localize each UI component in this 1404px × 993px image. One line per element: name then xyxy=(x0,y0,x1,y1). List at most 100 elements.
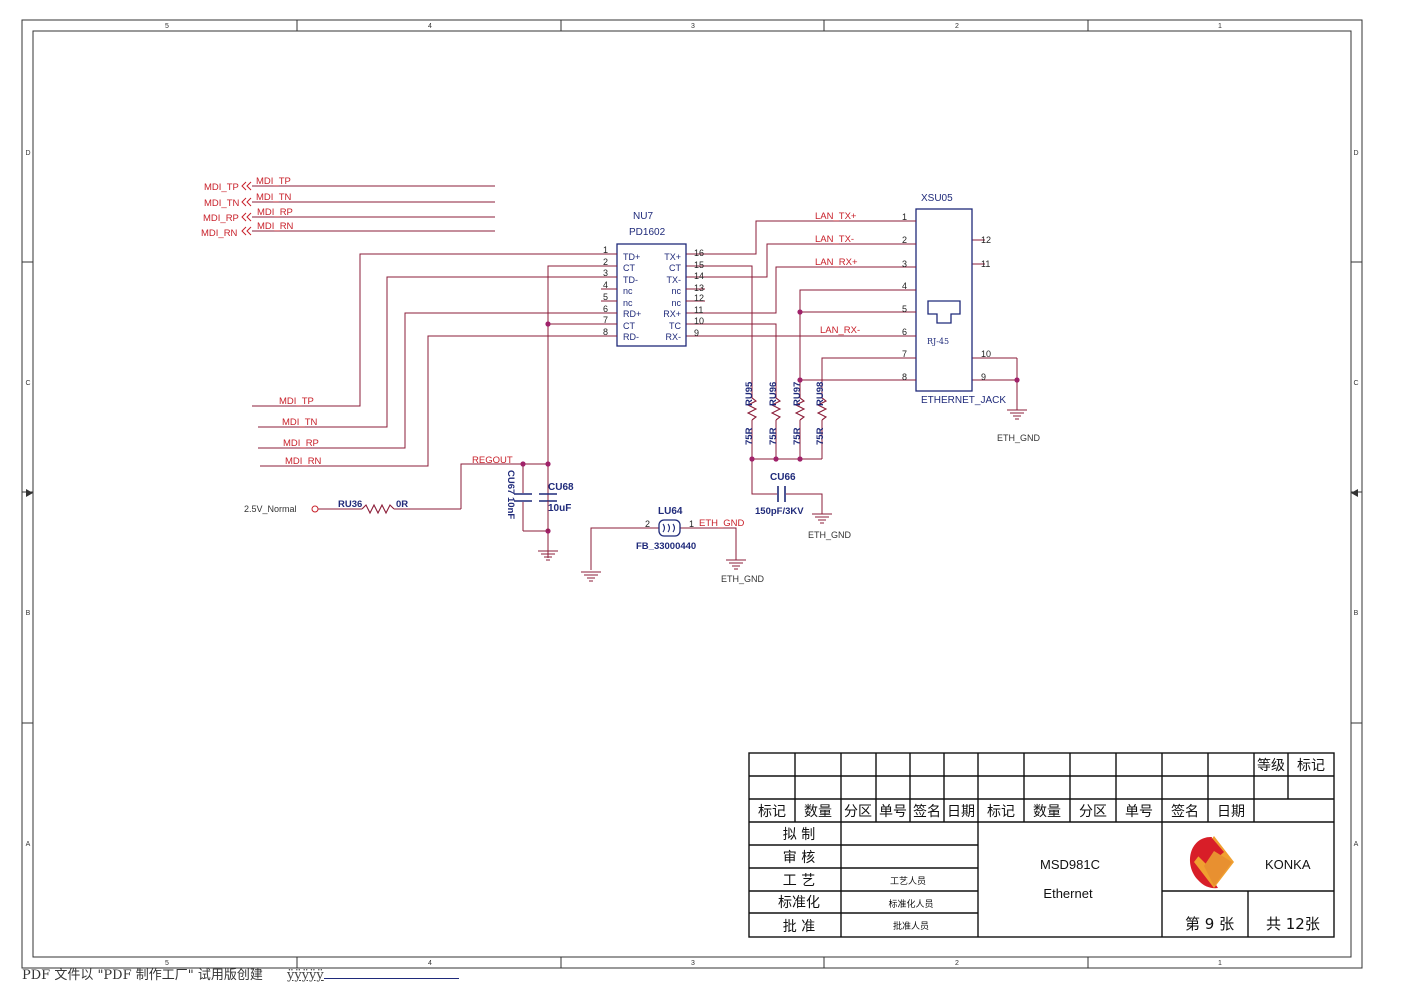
pin-name: TD- xyxy=(623,275,638,285)
component-part: PD1602 xyxy=(629,227,666,238)
pin-number: 4 xyxy=(902,281,907,291)
resistor-value: 75R xyxy=(792,427,803,445)
wires xyxy=(252,185,1018,570)
pin-name: CT xyxy=(623,263,635,273)
resistor-value: 75R xyxy=(744,427,755,445)
revision-header: 日期 xyxy=(1217,804,1245,820)
pin-number: 9 xyxy=(694,328,699,338)
net-label: MDI_TP xyxy=(279,396,314,407)
mark-header: 标记 xyxy=(1297,758,1325,774)
revision-header: 签名 xyxy=(1171,803,1199,820)
ferrite-lu64: LU64 FB_33000440 2 1 xyxy=(636,506,696,552)
sheet-total: 共 12张 xyxy=(1266,915,1320,933)
pin-number: 14 xyxy=(694,271,704,281)
resistor-value: 0R xyxy=(396,499,408,510)
pin-number: 3 xyxy=(902,259,907,269)
pin-name: TX- xyxy=(667,275,682,285)
resistor-ref: RU98 xyxy=(815,382,826,406)
net-label: MDI_RN xyxy=(257,221,294,232)
row-label: D xyxy=(1353,150,1358,157)
revision-header: 标记 xyxy=(987,804,1015,820)
title-block: 等级 标记 标记 数量 分区 单号 签名 日期 标记 数量 分区 单号 签名 日… xyxy=(748,752,1335,938)
pin-name: RX+ xyxy=(663,309,681,319)
pin-number: 3 xyxy=(603,268,608,278)
col-label: 3 xyxy=(691,23,695,30)
pin-name: nc xyxy=(623,298,633,308)
transformer-nu7: NU7 PD1602 1 2 3 4 5 6 7 8 16 15 14 13 1… xyxy=(601,211,705,347)
watermark-extra: ÿÿÿÿÿ xyxy=(287,968,324,983)
ground-icon xyxy=(538,550,558,561)
pin-number: 5 xyxy=(603,292,608,302)
row-label: A xyxy=(26,841,31,848)
rj45-label: RJ-45 xyxy=(927,337,949,346)
row-label: C xyxy=(1353,380,1358,387)
pdf-watermark-footer: PDF 文件以 "PDF 制作工厂" 试用版创建 ÿÿÿÿÿ xyxy=(22,964,459,983)
frame-labels: 5 4 3 2 1 5 4 3 2 1 D C B A D C B A xyxy=(25,23,1358,967)
pin-number: 2 xyxy=(603,257,608,267)
pin-number: 2 xyxy=(645,519,650,529)
approval-row-label: 标准化 xyxy=(778,895,820,911)
center-mark-right-icon xyxy=(1351,489,1358,497)
col-label: 2 xyxy=(955,960,959,967)
sheet-title: Ethernet xyxy=(1043,886,1093,901)
konka-logo-icon xyxy=(1190,836,1234,889)
eth-ground-icon xyxy=(1007,409,1027,420)
resistor-ref: RU97 xyxy=(792,382,803,406)
col-label: 5 xyxy=(165,23,169,30)
role-label: 标准化人员 xyxy=(888,898,933,910)
pin-name: TD+ xyxy=(623,252,640,262)
col-label: 3 xyxy=(691,960,695,967)
net-label: MDI_RP xyxy=(257,207,293,218)
approval-row-label: 拟 制 xyxy=(783,827,815,843)
revision-header: 日期 xyxy=(947,804,975,820)
pin-number: 6 xyxy=(902,327,907,337)
pin-name: nc xyxy=(623,286,633,296)
resistor-ref: RU95 xyxy=(744,381,755,406)
mdi-ports xyxy=(241,181,252,236)
pin-number: 11 xyxy=(981,259,990,269)
pin-number: 8 xyxy=(603,327,608,337)
ferrite-ref: LU64 xyxy=(658,506,683,517)
pin-number: 1 xyxy=(902,212,907,222)
pin-number: 12 xyxy=(694,293,704,303)
revision-header: 分区 xyxy=(844,804,872,820)
junction-dots xyxy=(520,309,1020,534)
resistor-value: 75R xyxy=(815,427,826,445)
pin-name: TX+ xyxy=(664,252,681,262)
resistor-ref: RU96 xyxy=(768,382,779,406)
col-label: 1 xyxy=(1218,23,1222,30)
pin-number: 13 xyxy=(694,283,704,293)
pin-name: RD+ xyxy=(623,309,641,319)
port-label: MDI_TN xyxy=(204,198,240,209)
net-label: LAN_TX- xyxy=(815,234,854,245)
revision-header: 单号 xyxy=(879,804,907,820)
eth-ground-icon xyxy=(726,559,746,570)
ground-label: ETH_GND xyxy=(808,530,852,540)
mdi-port-labels: MDI_TP MDI_TN MDI_RP MDI_RN MDI_TP MDI_T… xyxy=(201,176,860,529)
pin-name: RD- xyxy=(623,332,639,342)
component-ref: NU7 xyxy=(633,211,653,222)
center-mark-left-icon xyxy=(26,489,33,497)
ethernet-jack-xsu05: XSU05 ETHERNET_JACK RJ-45 1 2 3 4 5 6 7 … xyxy=(900,193,1006,406)
grade-header: 等级 xyxy=(1257,757,1285,774)
approval-row-label: 批 准 xyxy=(783,919,815,935)
pin-number: 7 xyxy=(902,349,907,359)
col-label: 4 xyxy=(428,23,432,30)
capacitor-cu66: CU66 150pF/3KV xyxy=(755,472,804,517)
net-label: MDI_RP xyxy=(283,438,319,449)
pin-number: 1 xyxy=(689,519,694,529)
capacitor-value: 10uF xyxy=(548,503,571,514)
resistor-value: 75R xyxy=(768,427,779,445)
net-label: MDI_RN xyxy=(285,456,322,467)
pin-name: nc xyxy=(671,286,681,296)
port-label: MDI_RN xyxy=(201,228,238,239)
capacitor-value: 10nF xyxy=(505,497,516,519)
revision-header: 数量 xyxy=(1033,804,1061,820)
border-frame xyxy=(21,19,1363,969)
rj45-icon xyxy=(927,300,961,324)
approval-row-label: 审 核 xyxy=(783,850,815,866)
pin-number: 9 xyxy=(981,372,986,382)
capacitor-ref: CU68 xyxy=(548,482,574,493)
net-label: LAN_RX+ xyxy=(815,257,858,268)
